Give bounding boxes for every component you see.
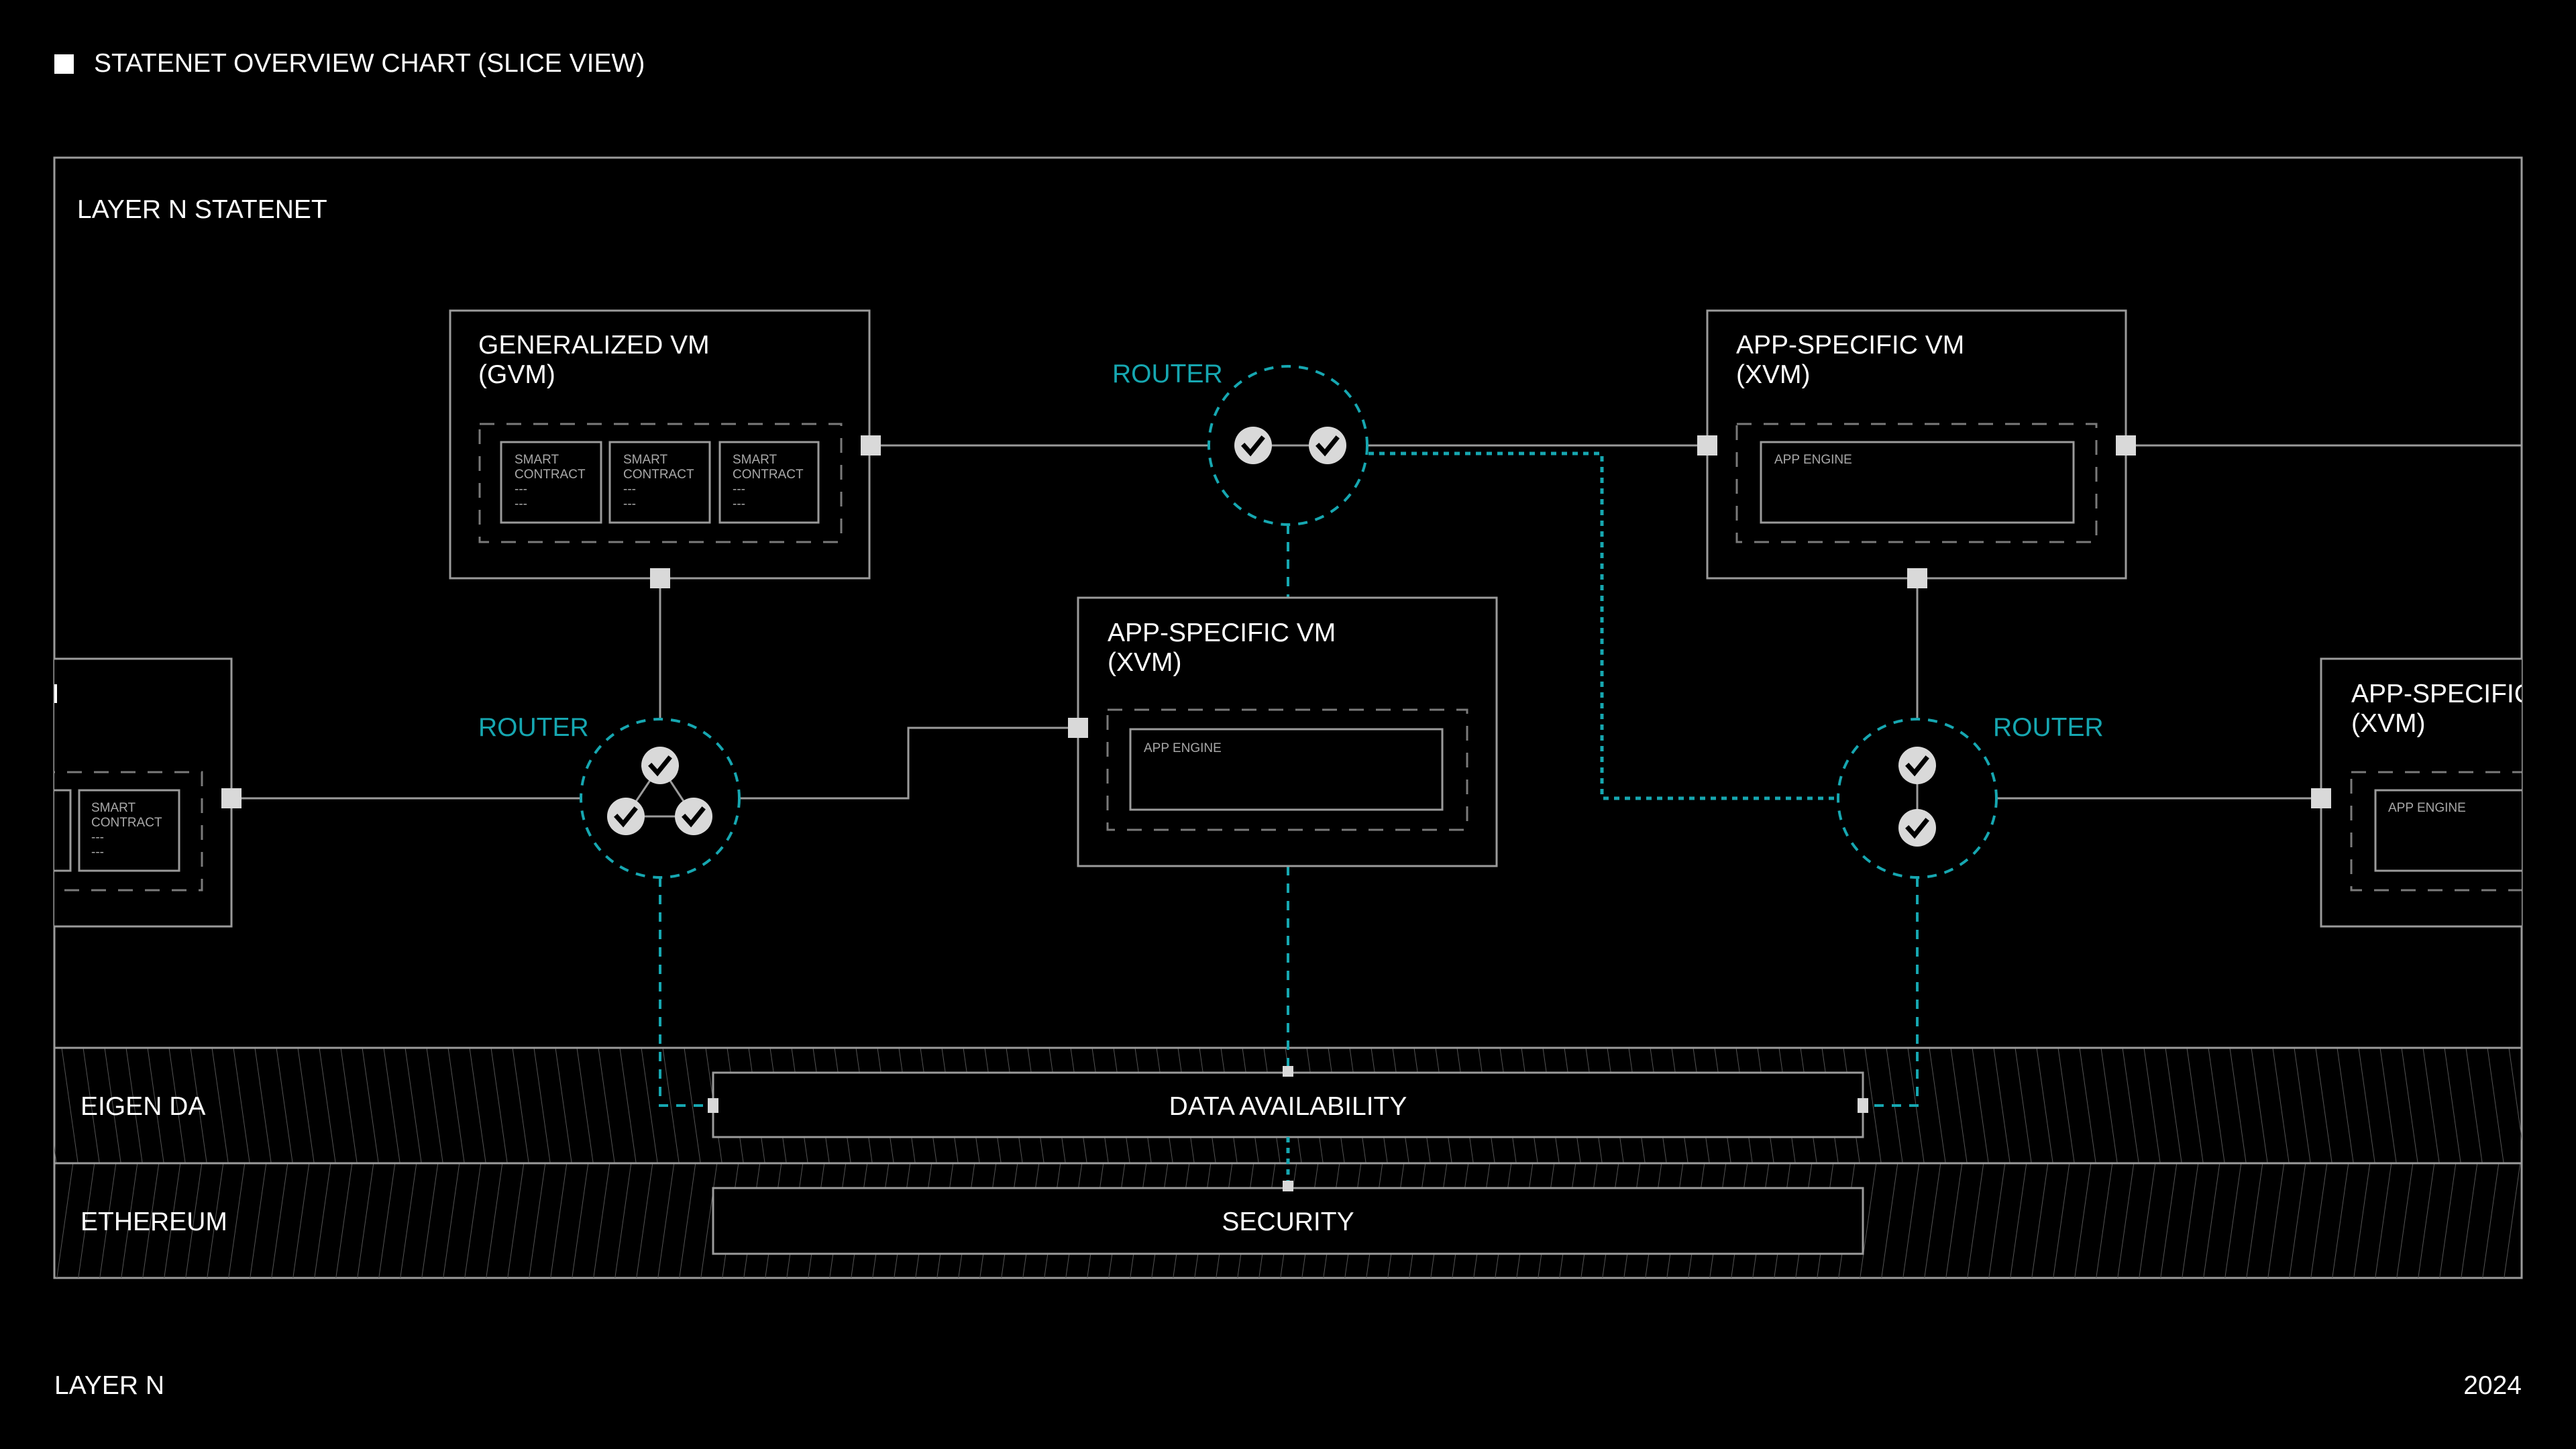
xvm-middle-box: APP-SPECIFIC VM (XVM) APP ENGINE: [1077, 596, 1498, 867]
xvm-subtitle: (XVM): [1736, 360, 1811, 389]
teal-links: [659, 451, 1919, 1188]
gvm-box: GENERALIZED VM (GVM) SMART CONTRACT --- …: [449, 309, 871, 580]
left-partial-vm-box: SMART CONTRACT --- ---: [54, 657, 233, 928]
xvm-right-box: APP-SPECIFIC VM (XVM) APP ENGINE: [2320, 657, 2576, 928]
xvm-subtitle: (XVM): [1108, 648, 1182, 677]
app-engine-label: APP ENGINE: [1774, 453, 1852, 467]
contract-text: ---: [733, 497, 745, 511]
contract-text: ---: [623, 482, 636, 496]
data-availability-box: [712, 1071, 1864, 1138]
app-engine-box: [2374, 789, 2522, 872]
router-label: ROUTER: [1112, 360, 1223, 388]
page-title: STATENET OVERVIEW CHART (SLICE VIEW): [94, 49, 645, 78]
contract-text: SMART: [91, 801, 136, 815]
app-engine-box: [1760, 441, 2075, 524]
connector-node: [1283, 1066, 1293, 1077]
footer-year: 2024: [2463, 1371, 2522, 1400]
smart-contract-box: SMART CONTRACT --- ---: [718, 441, 820, 524]
contract-text: ---: [623, 497, 636, 511]
smart-contract-box: SMART CONTRACT --- ---: [608, 441, 711, 524]
square-bullet-icon: [54, 54, 74, 74]
security-label: SECURITY: [1222, 1208, 1354, 1236]
contract-text: CONTRACT: [515, 468, 586, 482]
contract-text: SMART: [733, 453, 777, 467]
validator-check-icon: [675, 798, 712, 835]
contract-text: ---: [91, 830, 104, 845]
gvm-title: GENERALIZED VM: [478, 331, 710, 360]
contract-text: ---: [733, 482, 745, 496]
solid-connectors: [231, 444, 2522, 800]
frame-label: LAYER N STATENET: [77, 195, 327, 224]
app-engine-label: APP ENGINE: [1144, 741, 1222, 755]
smart-contract-box: [78, 789, 180, 872]
contract-text: ---: [515, 497, 527, 511]
validator-check-icon: [607, 798, 645, 835]
connector-node: [2116, 435, 2136, 455]
ethereum-label: ETHEREUM: [80, 1208, 227, 1236]
security-box: [712, 1187, 1864, 1255]
gvm-subtitle: (GVM): [478, 360, 555, 389]
connector-node: [1068, 718, 1088, 738]
connector-nodes: [221, 435, 2331, 1191]
contract-text: CONTRACT: [623, 468, 694, 482]
contract-text: ---: [91, 845, 104, 859]
eigen-da-label: EIGEN DA: [80, 1092, 205, 1121]
footer-brand: LAYER N: [54, 1371, 164, 1400]
xvm-title: APP-SPECIFIC VM: [1736, 331, 1964, 360]
validator-check-icon: [641, 747, 679, 784]
connector-node: [650, 568, 670, 588]
connector-node: [221, 788, 241, 808]
validator-check-icon: [1898, 747, 1936, 784]
contract-text: SMART: [623, 453, 668, 467]
contract-text: CONTRACT: [91, 816, 162, 830]
router-right[interactable]: ROUTER: [1837, 713, 2104, 879]
xvm-subtitle: (XVM): [2351, 709, 2426, 738]
smart-contract-box: SMART CONTRACT --- ---: [500, 441, 602, 524]
router-label: ROUTER: [1993, 713, 2104, 742]
contract-text: SMART: [515, 453, 559, 467]
connector-node: [861, 435, 881, 455]
data-availability-label: DATA AVAILABILITY: [1169, 1092, 1407, 1121]
connector-node: [708, 1098, 718, 1113]
validator-check-icon: [1234, 427, 1272, 464]
router-label: ROUTER: [478, 713, 589, 742]
contract-text: CONTRACT: [733, 468, 804, 482]
xvm-title: APP-SPECIFIC VM: [2351, 680, 2576, 708]
router-left[interactable]: ROUTER: [478, 713, 741, 879]
validator-check-icon: [1309, 427, 1346, 464]
validator-check-icon: [1898, 809, 1936, 847]
connector-node: [1283, 1181, 1293, 1191]
app-engine-label: APP ENGINE: [2388, 801, 2466, 815]
contract-text: ---: [515, 482, 527, 496]
connector-node: [1697, 435, 1717, 455]
app-engine-box: [1129, 728, 1444, 811]
router-top[interactable]: ROUTER: [1112, 360, 1368, 526]
xvm-title: APP-SPECIFIC VM: [1108, 619, 1336, 647]
xvm-top-box: APP-SPECIFIC VM (XVM) APP ENGINE: [1706, 309, 2127, 580]
connector-node: [1858, 1098, 1868, 1113]
connector-node: [2311, 788, 2331, 808]
connector-node: [1907, 568, 1927, 588]
